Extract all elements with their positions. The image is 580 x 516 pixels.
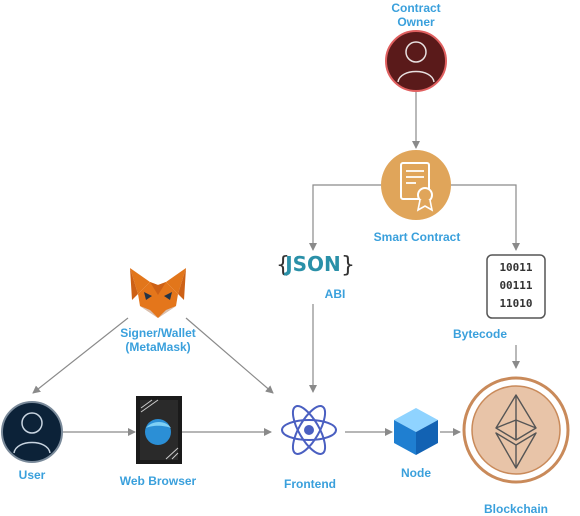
bytecode-row: 00111 — [499, 279, 532, 292]
user-label: User — [18, 468, 46, 482]
contract-owner-icon — [385, 30, 447, 92]
bytecode-icon: 10011 00111 11010 — [486, 254, 546, 319]
smart-contract-label: Smart Contract — [373, 230, 461, 244]
signer-wallet-label: Signer/Wallet (MetaMask) — [120, 326, 196, 354]
signer-wallet-label-line2: (MetaMask) — [125, 340, 191, 354]
smart-contract-icon — [381, 150, 451, 220]
connectors — [32, 92, 520, 436]
node-label: Node — [401, 466, 431, 480]
web-browser-label: Web Browser — [119, 474, 197, 488]
ethereum-icon — [462, 376, 570, 484]
bytecode-label: Bytecode — [452, 327, 508, 341]
web-browser-icon — [136, 396, 182, 464]
bytecode-row: 11010 — [499, 297, 532, 310]
signer-wallet-label-line1: Signer/Wallet — [120, 326, 196, 340]
json-brace-close: } — [341, 253, 355, 278]
react-icon — [281, 405, 337, 455]
json-logo: { JSON } — [276, 252, 355, 278]
blockchain-label: Blockchain — [483, 502, 549, 516]
metamask-fox-icon — [130, 268, 186, 318]
edge-wallet-to-user — [32, 317, 129, 394]
json-brace-open: { — [276, 253, 290, 278]
user-icon — [1, 401, 63, 463]
abi-label: ABI — [324, 287, 346, 301]
json-logo-text: JSON — [283, 252, 341, 276]
bytecode-row: 10011 — [499, 261, 532, 274]
frontend-label: Frontend — [284, 477, 336, 491]
edge-contract-to-bytecode — [451, 184, 520, 251]
contract-owner-label-line2: Owner — [397, 15, 435, 29]
edge-wallet-to-frontend — [185, 317, 274, 394]
contract-owner-label-line1: Contract — [391, 1, 441, 15]
node-cube-icon — [394, 408, 438, 455]
edge-contract-to-abi — [309, 184, 381, 251]
contract-owner-label: Contract Owner — [391, 1, 440, 29]
